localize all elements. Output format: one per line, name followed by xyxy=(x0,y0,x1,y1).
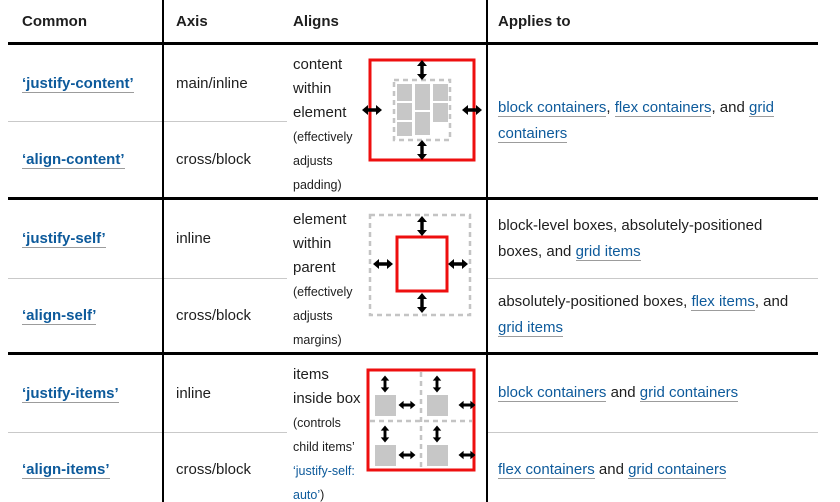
element-within-parent-diagram xyxy=(368,213,472,317)
property-link-align-items[interactable]: ‘align-items’ xyxy=(22,461,110,480)
link-grid-items[interactable]: grid items xyxy=(498,319,564,338)
applies-to-cell: block containers and grid containers xyxy=(487,353,818,433)
table-row: ‘justify-content’ main/inline xyxy=(8,43,818,199)
content-within-element-diagram xyxy=(362,58,482,162)
aligns-description: content within element xyxy=(293,56,347,121)
link-block-containers[interactable]: block containers xyxy=(498,99,607,117)
link-grid-items[interactable]: grid items xyxy=(575,242,641,261)
property-link-justify-items[interactable]: ‘justify-items’ xyxy=(22,384,119,403)
text-segment: , and xyxy=(711,99,749,116)
text-segment: , xyxy=(606,99,615,116)
aligns-note-text: ) xyxy=(320,488,325,502)
column-header-aligns: Aligns xyxy=(287,0,488,45)
double-arrow-icon xyxy=(362,105,382,115)
double-arrow-icon xyxy=(462,105,482,115)
applies-to-cell: absolutely-positioned boxes, flex items,… xyxy=(487,278,818,354)
double-arrow-icon xyxy=(380,425,390,443)
alignment-properties-table: Common Axis Aligns Applies to ‘justify-c… xyxy=(8,0,818,502)
column-header-common: Common xyxy=(8,0,164,45)
property-cell: ‘align-items’ xyxy=(8,432,164,502)
property-link-justify-self[interactable]: ‘justify-self’ xyxy=(22,230,106,249)
aligns-note: (controls child items’ ‘justify-self: au… xyxy=(293,416,355,502)
double-arrow-icon xyxy=(417,60,427,80)
property-cell: ‘justify-self’ xyxy=(8,198,164,279)
group-content: ‘justify-content’ main/inline xyxy=(8,43,818,199)
box-border xyxy=(366,368,476,472)
double-arrow-icon xyxy=(432,375,442,393)
item-blocks xyxy=(375,395,448,466)
table-row: ‘justify-items’ inline xyxy=(8,353,818,502)
property-link-justify-content[interactable]: ‘justify-content’ xyxy=(22,74,134,93)
column-header-axis: Axis xyxy=(163,0,287,45)
text-segment: and xyxy=(606,384,640,402)
aligns-cell: element within parent (effectively adjus… xyxy=(287,198,488,354)
aligns-note-text: (effectively adjusts margins) xyxy=(293,285,353,347)
link-grid-containers[interactable]: grid containers xyxy=(639,384,739,403)
header-row: Common Axis Aligns Applies to xyxy=(8,0,818,45)
text-segment: , and xyxy=(754,293,789,311)
double-arrow-icon xyxy=(398,450,416,460)
column-header-applies-to: Applies to xyxy=(487,0,818,45)
text-segment: and xyxy=(594,460,629,478)
aligns-description: element within parent xyxy=(293,211,347,276)
content-blocks xyxy=(397,84,448,136)
group-items: ‘justify-items’ inline xyxy=(8,353,818,502)
link-grid-containers[interactable]: grid containers xyxy=(628,460,727,479)
aligns-note-ref[interactable]: ‘justify-self: auto’ xyxy=(293,464,355,502)
aligns-description: items inside box xyxy=(293,366,361,407)
property-link-align-self[interactable]: ‘align-self’ xyxy=(22,306,97,325)
applies-to-cell: block-level boxes, absolutely-positioned… xyxy=(487,198,818,279)
link-flex-containers[interactable]: flex containers xyxy=(614,99,712,117)
axis-cell: cross/block xyxy=(176,151,252,168)
group-self: ‘justify-self’ inline element within par… xyxy=(8,198,818,354)
table-row: ‘align-items’ cross/block flex container… xyxy=(8,432,818,502)
aligns-note-text: (controls child items’ xyxy=(293,416,355,454)
text-segment: absolutely-positioned boxes, xyxy=(498,293,692,311)
aligns-cell: content within element (effectively adju… xyxy=(287,43,488,199)
double-arrow-icon xyxy=(417,140,427,160)
aligns-cell: items inside box (controls child items’ … xyxy=(287,353,488,502)
applies-to-cell: block containers, flex containers, and g… xyxy=(487,44,818,199)
property-cell: ‘justify-content’ xyxy=(8,43,164,123)
axis-cell: cross/block xyxy=(176,461,252,479)
table-row: ‘align-self’ cross/block absolutely-posi… xyxy=(8,278,818,354)
link-grid-containers[interactable]: grid containers xyxy=(498,99,775,143)
items-inside-box-diagram xyxy=(366,368,476,472)
link-block-containers[interactable]: block containers xyxy=(498,384,607,403)
property-cell: ‘justify-items’ xyxy=(8,353,164,433)
applies-to-cell: flex containers and grid containers xyxy=(487,432,818,502)
table-row: ‘align-content’ cross/block xyxy=(8,121,818,199)
aligns-note: (effectively adjusts margins) xyxy=(293,285,353,347)
link-flex-containers[interactable]: flex containers xyxy=(498,460,595,479)
property-cell: ‘align-self’ xyxy=(8,278,164,354)
double-arrow-icon xyxy=(380,375,390,393)
element-border xyxy=(395,235,449,293)
axis-cell: inline xyxy=(163,198,287,279)
axis-cell: cross/block xyxy=(176,306,252,324)
property-cell: ‘align-content’ xyxy=(8,121,164,199)
double-arrow-icon xyxy=(398,400,416,410)
aligns-note-text: (effectively adjusts padding) xyxy=(293,130,353,192)
aligns-note: (effectively adjusts padding) xyxy=(293,130,353,192)
table-row: ‘justify-self’ inline element within par… xyxy=(8,198,818,354)
axis-cell: main/inline xyxy=(163,43,287,123)
double-arrow-icon xyxy=(432,425,442,443)
axis-cell: inline xyxy=(163,353,287,433)
text-segment: block-level boxes, absolutely-positioned… xyxy=(498,216,763,260)
property-link-align-content[interactable]: ‘align-content’ xyxy=(22,151,125,169)
link-flex-items[interactable]: flex items xyxy=(691,293,755,312)
